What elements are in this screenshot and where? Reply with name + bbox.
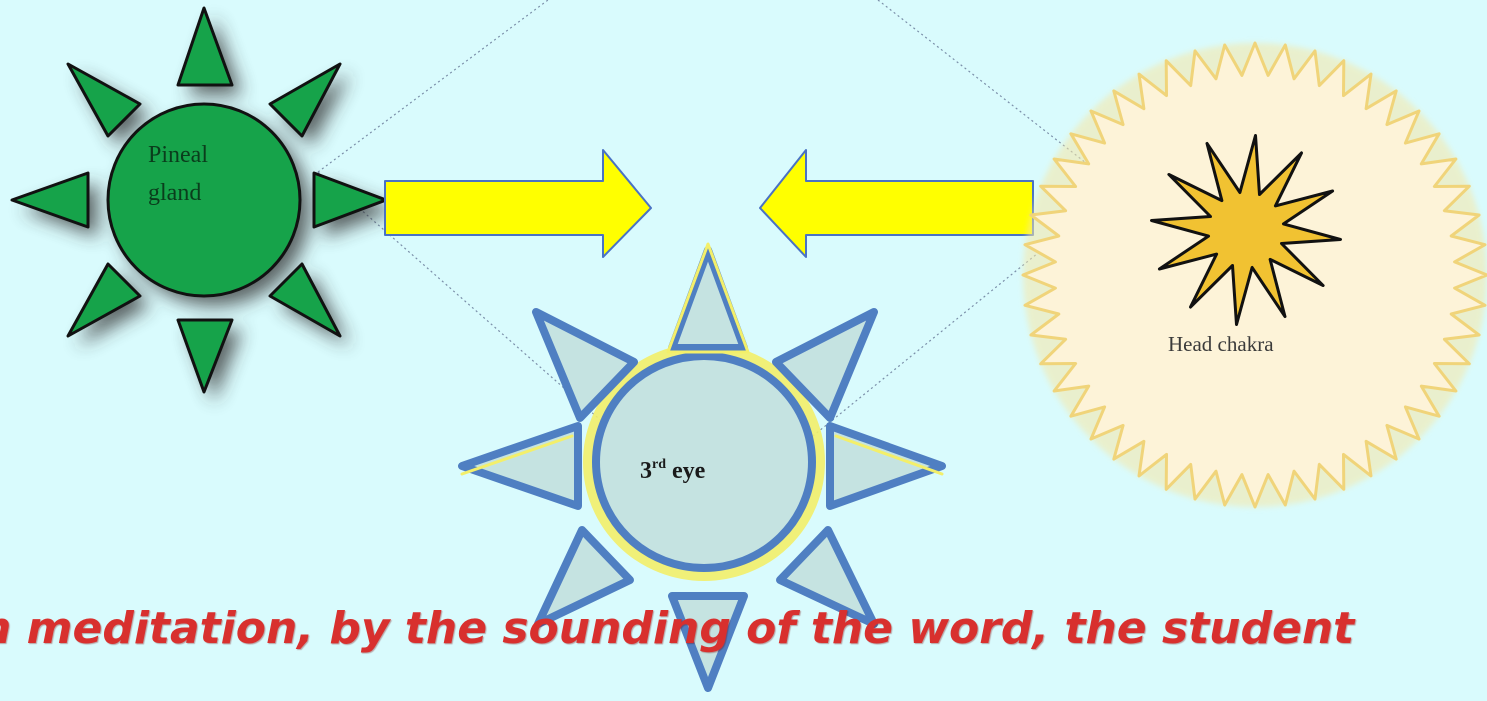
pineal-gland-sun-icon: Pineal gland [12, 8, 396, 402]
pineal-label-line1: Pineal [148, 142, 208, 168]
head-chakra-halo-icon [1023, 43, 1487, 507]
third-eye-label: 3rd eye [640, 457, 706, 484]
third-eye-label-sup: rd [652, 457, 666, 472]
third-eye-label-base: 3 [640, 458, 652, 484]
arrow-right-icon [385, 150, 651, 257]
third-eye-label-rest: eye [666, 458, 706, 484]
head-chakra-star-icon: Head chakra [1023, 43, 1487, 507]
head-chakra-label: Head chakra [1168, 332, 1274, 356]
arrow-left-icon [760, 150, 1033, 257]
pineal-label-line2: gland [148, 180, 201, 206]
caption-text: n meditation, by the sounding of the wor… [0, 603, 1487, 673]
